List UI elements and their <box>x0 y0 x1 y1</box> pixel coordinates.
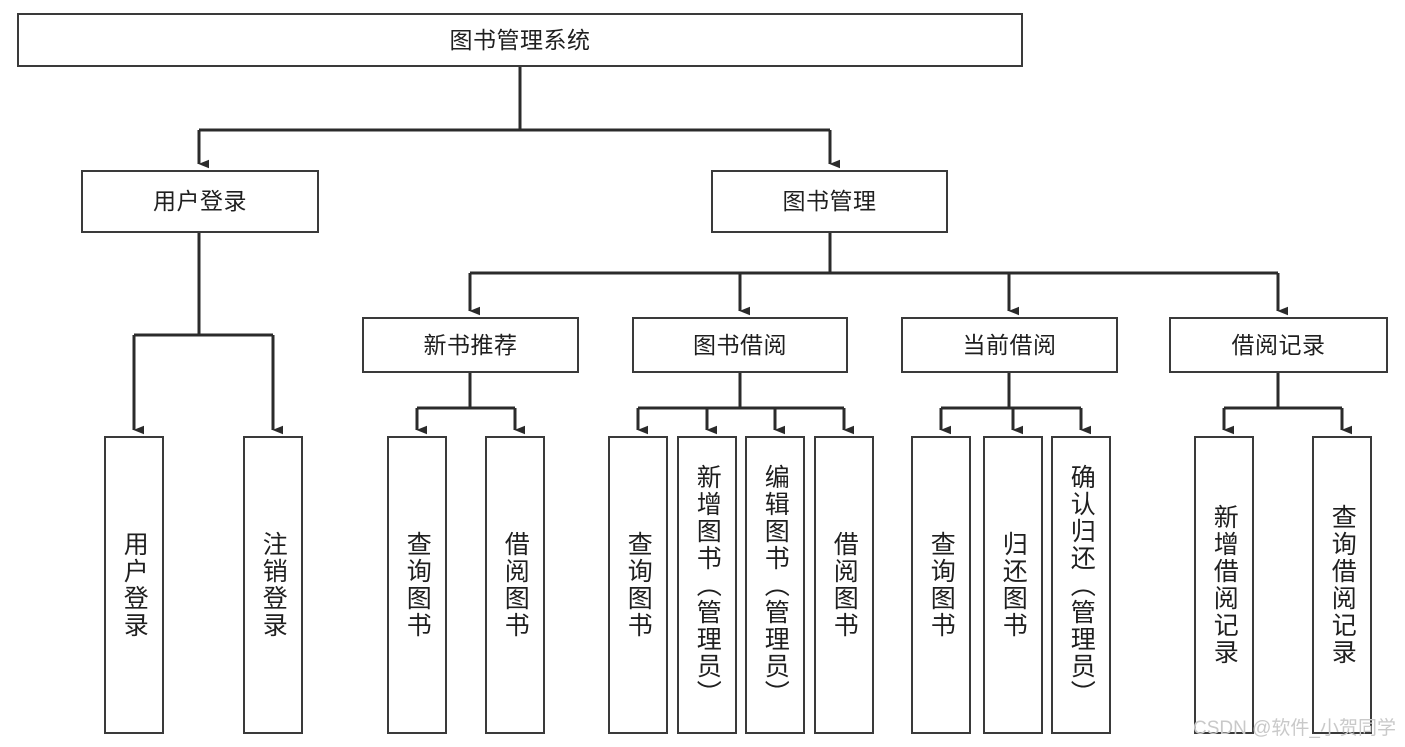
node-user-login-label: 用户登录 <box>153 188 247 215</box>
node-root-label: 图书管理系统 <box>449 26 591 53</box>
node-user-login[interactable]: 用户登录 <box>81 170 319 233</box>
node-new-book-recommend[interactable]: 新书推荐 <box>362 317 579 373</box>
node-leaf-add-record[interactable]: 新增借阅记录 <box>1194 436 1254 734</box>
node-leaf-query-book-rec-label: 查询图书 <box>403 531 432 639</box>
node-leaf-query-book-rec[interactable]: 查询图书 <box>387 436 447 734</box>
node-borrow-record[interactable]: 借阅记录 <box>1169 317 1388 373</box>
node-leaf-query-book-borrow[interactable]: 查询图书 <box>608 436 668 734</box>
node-current-borrow[interactable]: 当前借阅 <box>901 317 1118 373</box>
node-leaf-borrow-book[interactable]: 借阅图书 <box>814 436 874 734</box>
node-leaf-return-book[interactable]: 归还图书 <box>983 436 1043 734</box>
node-book-manage-label: 图书管理 <box>782 188 877 215</box>
node-leaf-edit-book[interactable]: 编辑图书（管理员） <box>745 436 805 734</box>
node-leaf-query-book-borrow-label: 查询图书 <box>624 531 653 639</box>
node-leaf-user-login[interactable]: 用户登录 <box>104 436 164 734</box>
node-leaf-user-login-label: 用户登录 <box>120 531 149 639</box>
node-leaf-add-book-label: 新增图书（管理员） <box>693 463 722 707</box>
csdn-watermark: CSDN @软件_小贺同学 <box>1193 718 1396 739</box>
node-leaf-edit-book-label: 编辑图书（管理员） <box>761 463 790 707</box>
node-leaf-query-record[interactable]: 查询借阅记录 <box>1312 436 1372 734</box>
node-book-borrow[interactable]: 图书借阅 <box>632 317 848 373</box>
node-leaf-confirm-return-label: 确认归还（管理员） <box>1067 463 1096 707</box>
node-leaf-add-book[interactable]: 新增图书（管理员） <box>677 436 737 734</box>
node-leaf-borrow-book-rec-label: 借阅图书 <box>501 531 530 639</box>
node-leaf-user-logout[interactable]: 注销登录 <box>243 436 303 734</box>
node-book-borrow-label: 图书借阅 <box>693 331 787 358</box>
node-leaf-confirm-return[interactable]: 确认归还（管理员） <box>1051 436 1111 734</box>
node-book-manage[interactable]: 图书管理 <box>711 170 948 233</box>
node-leaf-borrow-book-label: 借阅图书 <box>830 531 859 639</box>
node-leaf-query-book-cur[interactable]: 查询图书 <box>911 436 971 734</box>
node-leaf-user-logout-label: 注销登录 <box>259 531 288 639</box>
node-current-borrow-label: 当前借阅 <box>962 331 1057 358</box>
node-leaf-query-record-label: 查询借阅记录 <box>1328 504 1357 666</box>
node-leaf-query-book-cur-label: 查询图书 <box>927 531 956 639</box>
node-leaf-return-book-label: 归还图书 <box>999 531 1028 639</box>
node-borrow-record-label: 借阅记录 <box>1231 331 1326 358</box>
node-leaf-borrow-book-rec[interactable]: 借阅图书 <box>485 436 545 734</box>
node-leaf-add-record-label: 新增借阅记录 <box>1210 504 1239 666</box>
node-root[interactable]: 图书管理系统 <box>17 13 1023 67</box>
node-new-book-recommend-label: 新书推荐 <box>423 331 518 358</box>
